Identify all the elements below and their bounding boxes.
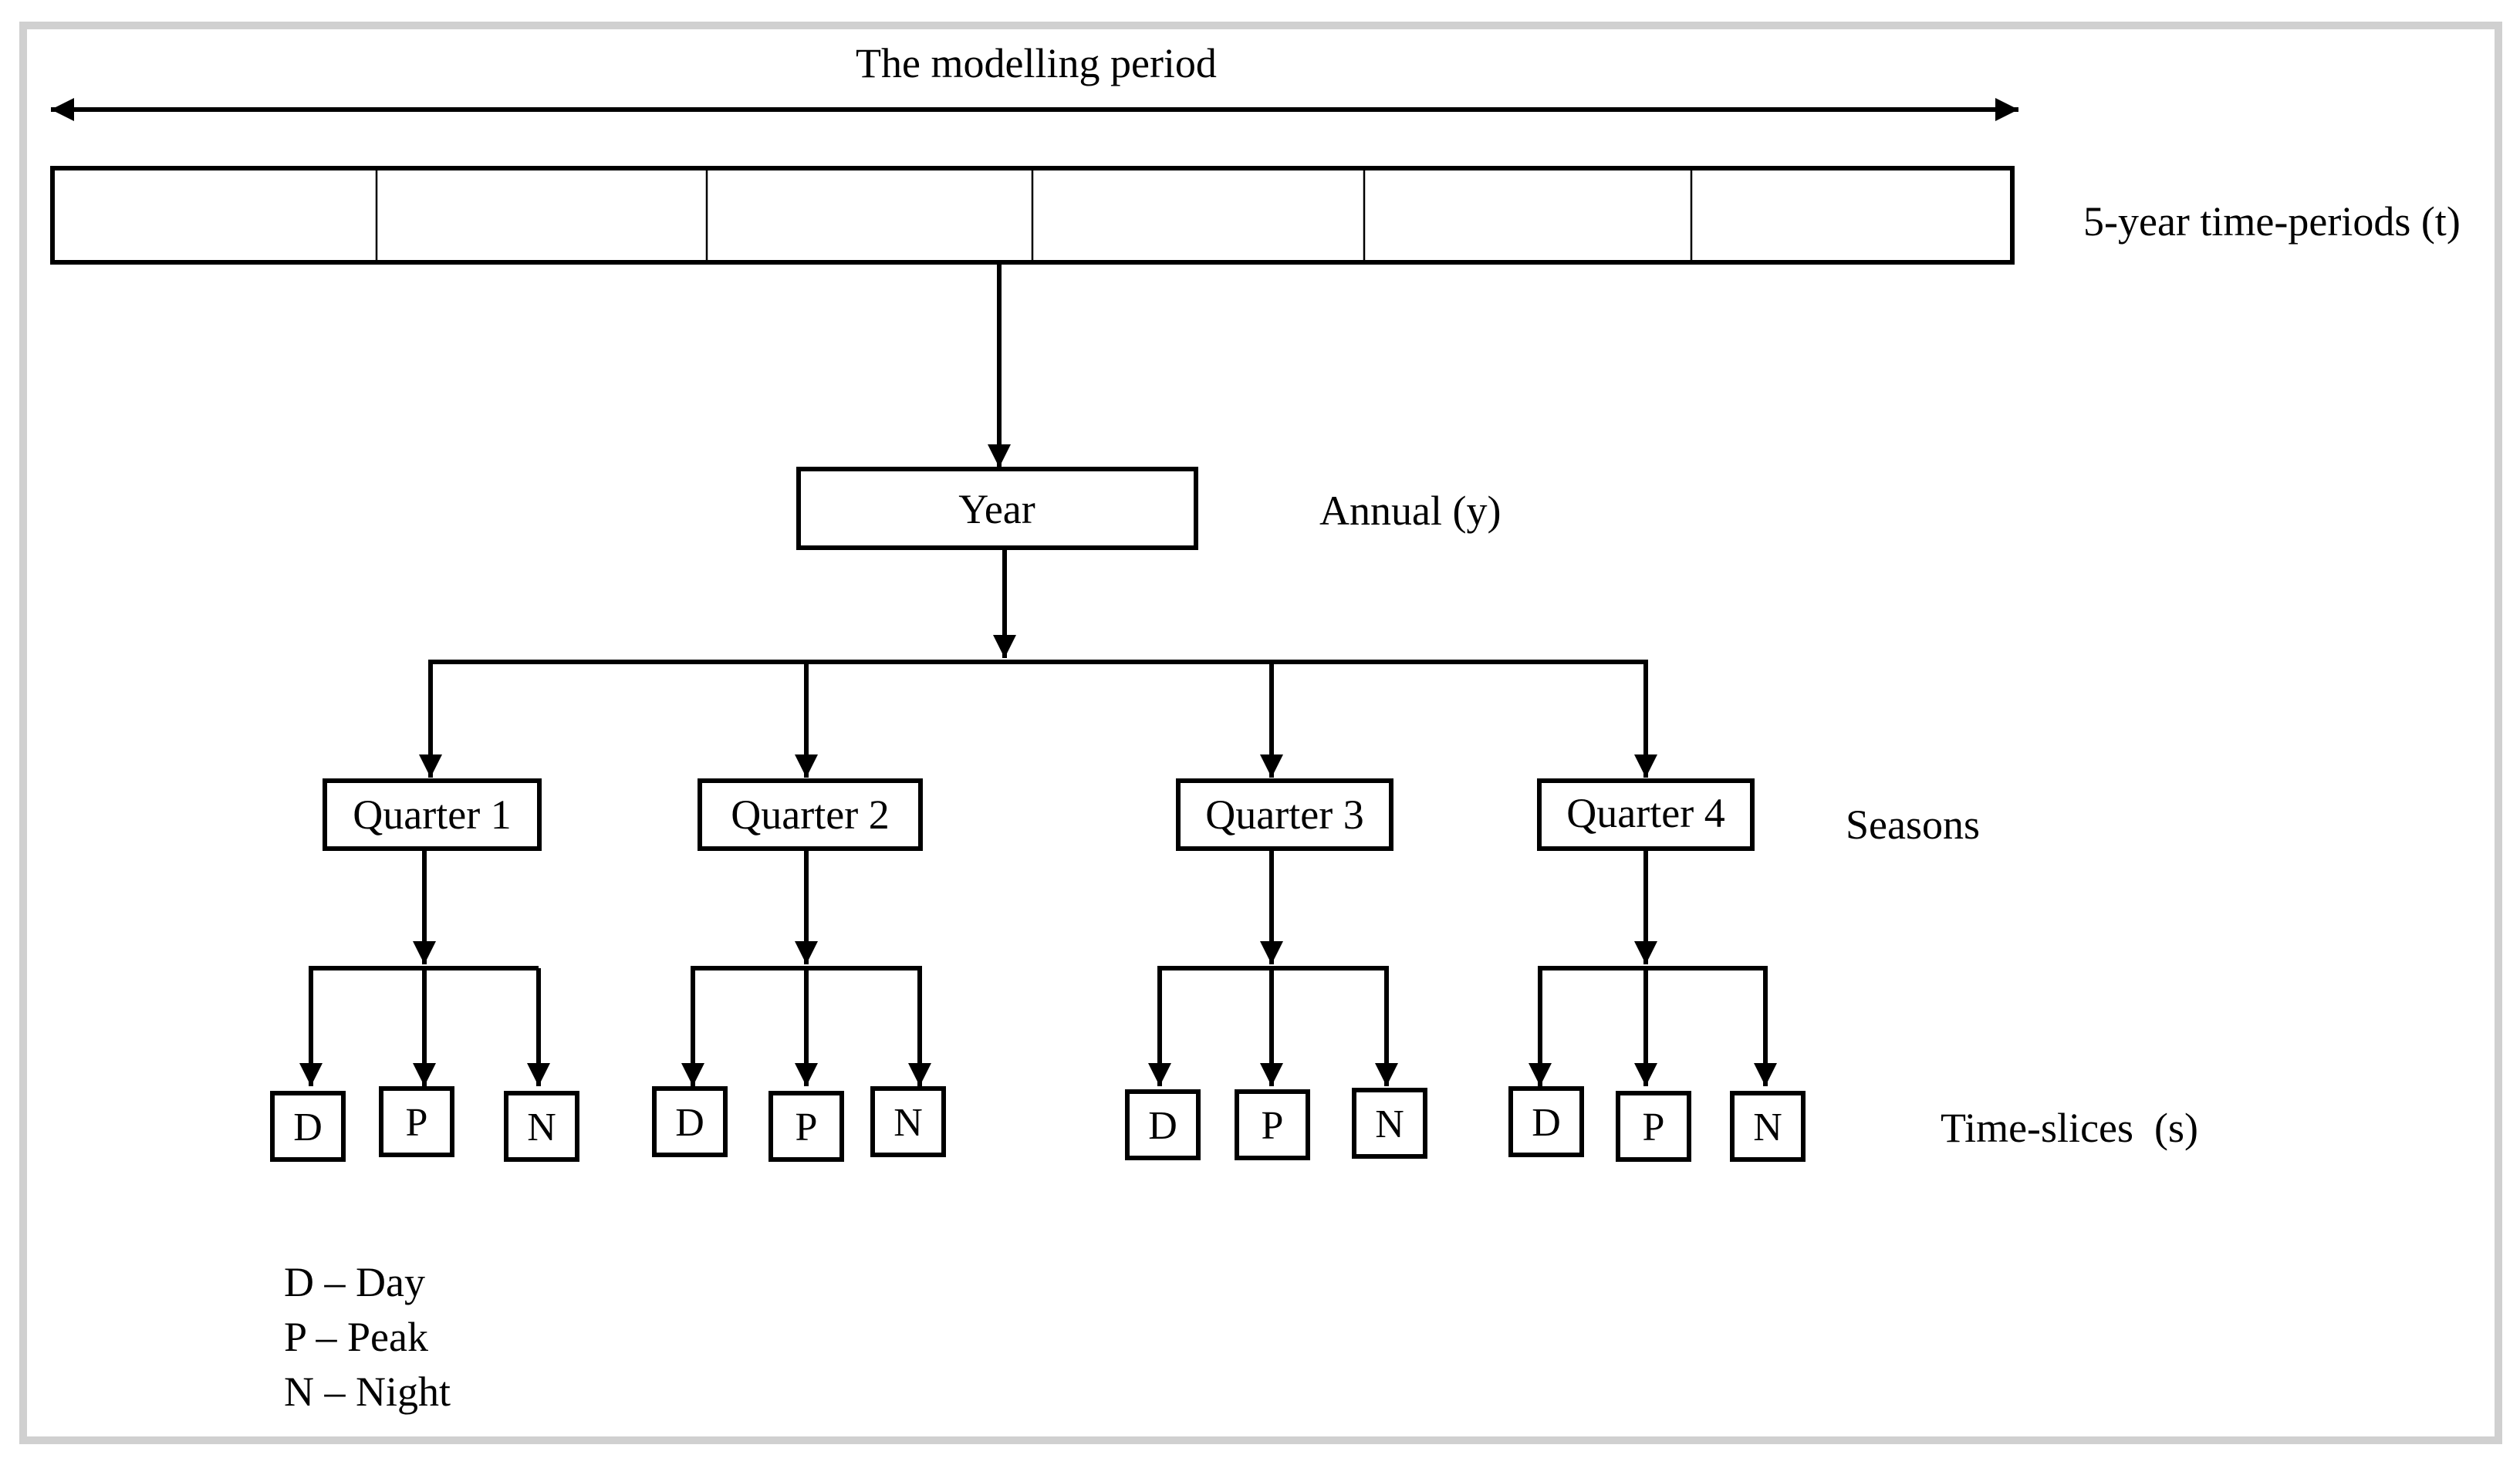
seasons-level-label: Seasons — [1846, 802, 1980, 848]
time-slice-box — [768, 1091, 844, 1162]
time-slice-box — [1508, 1086, 1584, 1157]
slice-label: D — [293, 1106, 323, 1149]
quarter-2-label: Quarter 2 — [731, 792, 889, 838]
quarter-box — [323, 778, 542, 851]
slice-label: N — [527, 1106, 556, 1149]
time-slice-box — [1235, 1089, 1310, 1160]
time-slice-box — [379, 1086, 454, 1157]
slices-level-label: Time-slices (s) — [1941, 1105, 2198, 1151]
legend-item: D – Day — [284, 1259, 425, 1305]
slice-label: N — [1375, 1102, 1404, 1146]
legend-item: P – Peak — [284, 1314, 428, 1360]
quarter-box — [1537, 778, 1755, 851]
slice-label: P — [1643, 1106, 1665, 1149]
year-box — [796, 467, 1198, 550]
quarter-3-label: Quarter 3 — [1205, 792, 1363, 838]
time-slice-box — [1125, 1089, 1201, 1160]
time-slice-box — [652, 1086, 728, 1157]
quarter-1-label: Quarter 1 — [353, 792, 511, 838]
annual-level-label: Annual (y) — [1319, 488, 1501, 534]
slice-label: D — [675, 1101, 704, 1145]
time-slice-box — [1616, 1091, 1691, 1162]
slice-label: N — [1753, 1106, 1782, 1149]
time-slice-box — [1730, 1091, 1806, 1162]
slice-label: N — [893, 1101, 923, 1145]
year-box-label: Year — [958, 486, 1035, 532]
time-slice-box — [870, 1086, 946, 1157]
time-slice-box — [1352, 1088, 1427, 1159]
legend: D – Day P – Peak N – Night — [284, 1259, 451, 1415]
time-slice-box — [504, 1091, 579, 1162]
slice-label: D — [1148, 1104, 1177, 1148]
quarter-4-label: Quarter 4 — [1566, 790, 1724, 836]
slice-label: P — [406, 1101, 428, 1145]
quarter-box — [1176, 778, 1393, 851]
slice-label: P — [796, 1106, 818, 1149]
time-slice-box — [270, 1091, 346, 1162]
quarter-box — [698, 778, 923, 851]
periods-level-label: 5-year time-periods (t) — [2083, 198, 2461, 245]
slice-label: D — [1532, 1101, 1561, 1145]
legend-item: N – Night — [284, 1369, 451, 1415]
slice-label: P — [1262, 1104, 1284, 1148]
modelling-period-title: The modelling period — [856, 40, 1217, 86]
